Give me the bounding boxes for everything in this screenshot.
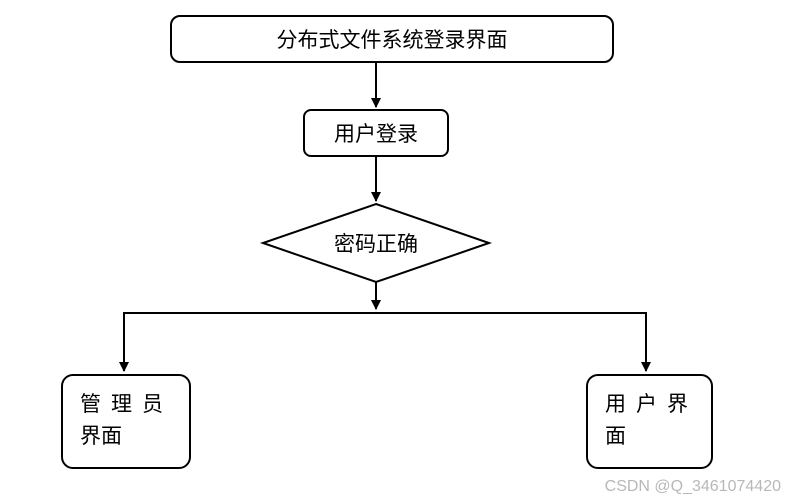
node-user-page-label-line2: 面: [605, 424, 626, 448]
node-user-page: 用户界 面: [586, 374, 713, 469]
node-user-login-label: 用户登录: [334, 122, 418, 146]
node-user-page-label-line1: 用户界: [605, 392, 698, 416]
node-system-login-page: 分布式文件系统登录界面: [170, 15, 614, 63]
node-user-page-box: [586, 374, 713, 469]
node-admin-page-box: [61, 374, 191, 469]
node-admin-page: 管理员 界面: [61, 374, 191, 469]
node-system-login-page-label: 分布式文件系统登录界面: [277, 28, 508, 52]
node-user-login: 用户登录: [303, 109, 449, 157]
node-password-correct-label: 密码正确: [334, 232, 418, 256]
node-admin-page-label-line2: 界面: [80, 424, 122, 448]
node-password-correct: 密码正确: [259, 202, 493, 284]
node-system-login-page-box: [170, 15, 614, 63]
node-admin-page-label-line1: 管理员: [80, 392, 173, 416]
watermark-text: CSDN @Q_3461074420: [604, 478, 781, 495]
